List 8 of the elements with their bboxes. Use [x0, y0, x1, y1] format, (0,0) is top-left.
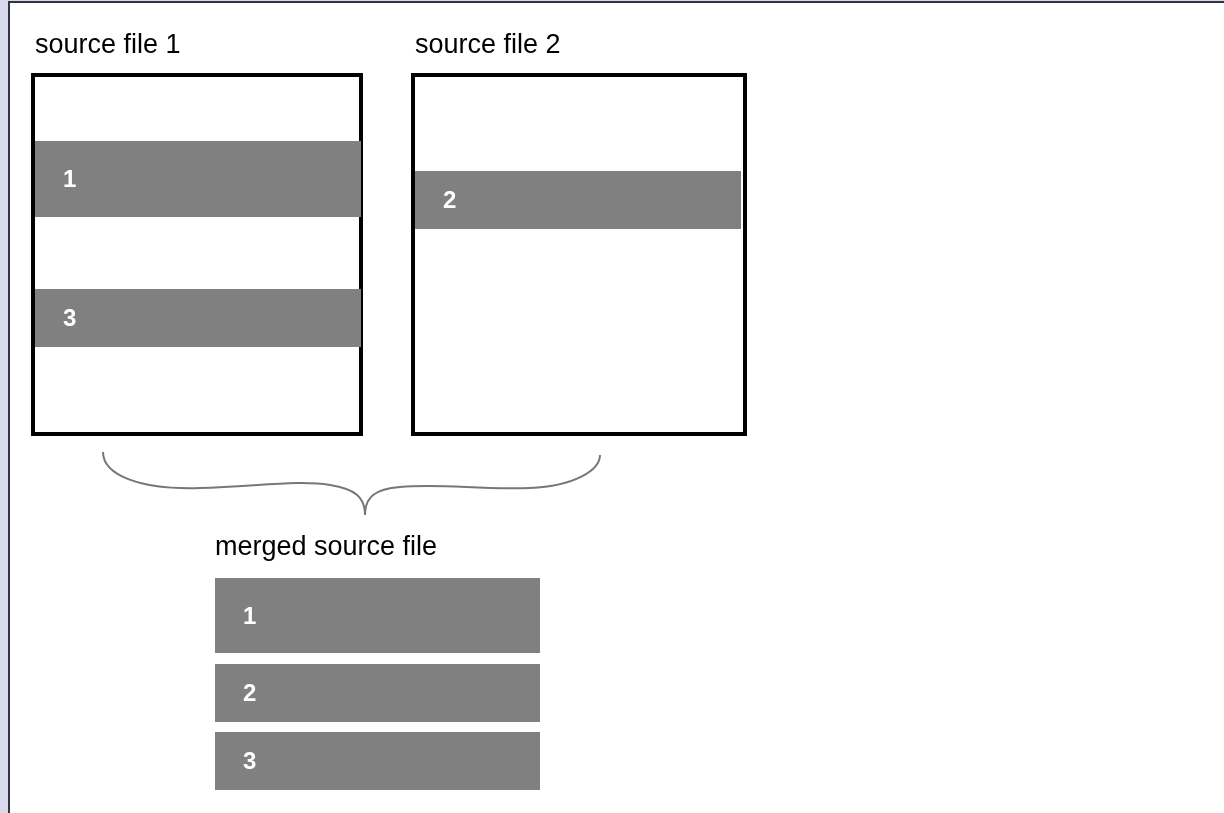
code-block-bar: 3 — [35, 289, 361, 347]
code-block-bar: 2 — [415, 171, 741, 229]
file-heading: source file 1 — [35, 31, 181, 58]
code-block-bar: 3 — [215, 732, 540, 790]
code-block-bar: 1 — [35, 141, 361, 217]
code-block-bar: 1 — [215, 578, 540, 653]
code-block-bar: 2 — [215, 664, 540, 722]
file-heading: source file 2 — [415, 31, 561, 58]
